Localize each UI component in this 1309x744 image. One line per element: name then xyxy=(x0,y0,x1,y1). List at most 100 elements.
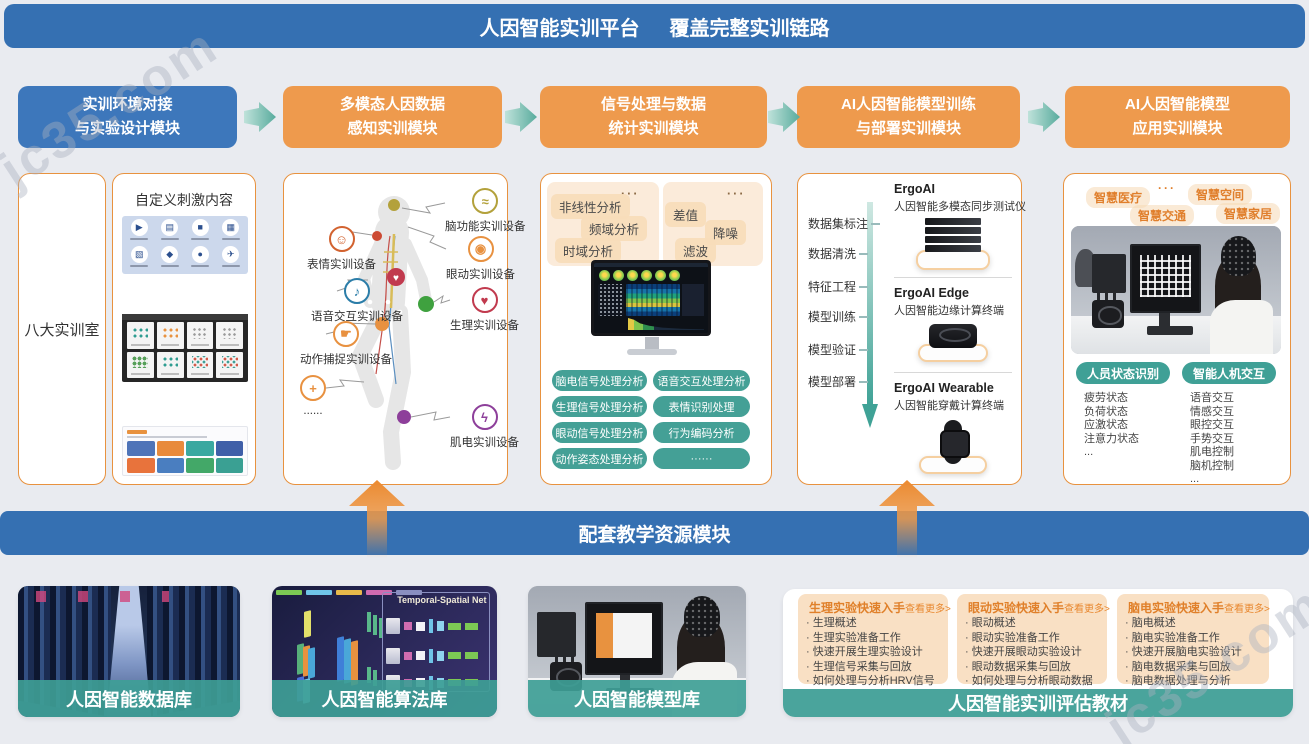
display-icon: ■ xyxy=(191,219,209,236)
algorithm-card: Temporal-Spatial Net 人因智能算法库 xyxy=(272,586,497,717)
model-card: 人因智能模型库 xyxy=(528,586,746,717)
textbook-footer: 人因智能实训评估教材 xyxy=(783,689,1293,717)
up-arrow-icon xyxy=(879,480,935,558)
panel-training: 数据集标注 数据清洗 特征工程 模型训练 模型验证 模型部署 ErgoAI 人因… xyxy=(797,173,1026,485)
microphone-icon: ♪ xyxy=(344,278,370,304)
pipeline-step: 模型部署 xyxy=(808,375,869,389)
processing-pill: 动作姿态处理分析 xyxy=(552,448,647,469)
analysis-software-monitor xyxy=(591,260,711,336)
processing-pill: 生理信号处理分析 xyxy=(552,396,647,417)
module-box-sensing: 多模态人因数据 感知实训模块 xyxy=(283,86,502,148)
edge-device xyxy=(929,324,977,348)
flow-arrow-icon xyxy=(768,102,800,132)
vehicle-icon: ● xyxy=(191,246,209,263)
application-tag: 智慧空间 xyxy=(1188,184,1253,205)
pipeline-step: 数据清洗 xyxy=(808,247,869,261)
analysis-tag: 非线性分析 xyxy=(551,194,630,219)
application-tag: 智慧医疗 xyxy=(1086,187,1151,208)
processing-pill: 行为编码分析 xyxy=(653,422,750,443)
panel-experiment-design: 自定义刺激内容 ▶ ▤ ■ ▦ ▧ ◆ ● ✈ 实训项目范式库 实验项目指导 xyxy=(112,173,256,485)
pipeline-step: 模型验证 xyxy=(808,343,869,357)
diagram-title: Temporal-Spatial Net xyxy=(397,595,487,605)
application-tag: ··· xyxy=(1158,181,1176,195)
histogram xyxy=(628,318,704,330)
model-card-label: 人因智能模型库 xyxy=(528,680,746,717)
see-more-link[interactable]: 查看更多> xyxy=(1064,604,1110,615)
physio-quickstart-card: 生理实验快速入手 查看更多> 生理概述 生理实验准备工作 快速开展生理实验设计 … xyxy=(798,594,951,687)
eeg-quickstart-card: 脑电实验快速入手 查看更多> 脑电概述 脑电实验准备工作 快速开展脑电实验设计 … xyxy=(1117,594,1270,687)
pipeline-step: 模型训练 xyxy=(808,310,869,324)
see-more-link[interactable]: 查看更多> xyxy=(1224,604,1270,615)
product-name: ErgoAI Edge xyxy=(894,286,970,300)
processing-pill: 脑电信号处理分析 xyxy=(552,370,647,391)
card-title: 眼动实验快速入手 xyxy=(968,601,1065,615)
resources-band-title: 配套教学资源模块 xyxy=(578,524,731,546)
product-name: ErgoAI xyxy=(894,182,935,196)
guidebook-cards xyxy=(122,426,248,476)
eeg-montage xyxy=(598,284,624,316)
analysis-tag: 频域分析 xyxy=(581,216,648,241)
application-tag: 智慧交通 xyxy=(1130,205,1195,226)
analysis-tag: ··· xyxy=(727,187,746,201)
muscle-icon: ϟ xyxy=(471,404,498,430)
spectrogram xyxy=(626,284,680,316)
flow-arrow-icon xyxy=(1028,102,1060,132)
device-emg: ϟ 肌电实训设备 xyxy=(450,404,519,450)
speller-monitor xyxy=(1129,243,1202,314)
eyetracking-quickstart-card: 眼动实验快速入手 查看更多> 眼动概述 眼动实验准备工作 快速开展眼动实验设计 … xyxy=(957,594,1110,687)
document-icon: ▧ xyxy=(130,246,148,263)
device-face: ☺ 表情实训设备 xyxy=(307,226,376,272)
module-box-training: AI人因智能模型训练 与部署实训模块 xyxy=(797,86,1020,148)
analysis-tag: 时域分析 xyxy=(555,238,622,263)
card-title: 脑电实验快速入手 xyxy=(1128,601,1225,615)
page-title: 人因智能实训平台 xyxy=(479,17,640,40)
module-box-signal: 信号处理与数据 统计实训模块 xyxy=(540,86,767,148)
diagram-panel xyxy=(382,592,491,692)
heart-icon: ♥ xyxy=(471,287,498,313)
second-person xyxy=(1075,249,1097,288)
panel-signal: ··· 非线性分析 频域分析 时域分析 差值 ··· 降噪 滤波 脑电信号处理分… xyxy=(540,173,772,485)
resources-band: 配套教学资源模块 xyxy=(0,511,1309,555)
device-physio: ♥ 生理实训设备 xyxy=(450,287,519,333)
flow-arrow-icon xyxy=(244,102,276,132)
product-desc: 人因智能边缘计算终端 xyxy=(894,305,1004,317)
product-name: ErgoAI Wearable xyxy=(894,381,994,395)
hmi-list: 语音交互 情感交互 眼控交互 手势交互 肌电控制 脑机控制 ... xyxy=(1190,392,1234,485)
page-subtitle: 覆盖完整实训链路 xyxy=(669,17,830,40)
flight-icon: ✈ xyxy=(222,246,240,263)
chart-file-icon: ▦ xyxy=(222,219,240,236)
face-icon: ☺ xyxy=(328,226,355,252)
state-list: 疲劳状态 负荷状态 应激状态 注意力状态 ... xyxy=(1084,392,1139,458)
database-card-label: 人因智能数据库 xyxy=(18,680,240,717)
processing-pill: 眼动信号处理分析 xyxy=(552,422,647,443)
see-more-link[interactable]: 查看更多> xyxy=(905,604,951,615)
device-eye: ◉ 眼动实训设备 xyxy=(446,236,515,282)
brain-icon: ≈ xyxy=(472,188,499,214)
desk-device xyxy=(1092,284,1124,329)
paradigm-library-screenshot xyxy=(122,314,248,382)
analysis-tag: 差值 xyxy=(665,202,707,227)
device-motion: ☛ 动作捕捉实训设备 xyxy=(300,321,392,367)
flow-arrow-icon xyxy=(505,102,537,132)
svg-text:♥: ♥ xyxy=(393,273,399,284)
card-title: 生理实验快速入手 xyxy=(809,601,906,615)
wearable-device xyxy=(940,420,970,464)
product-desc: 人因智能多模态同步测试仪 xyxy=(894,201,1026,213)
plus-icon: + xyxy=(300,375,326,401)
stimulus-icon-grid: ▶ ▤ ■ ▦ ▧ ◆ ● ✈ xyxy=(122,216,248,274)
product-desc: 人因智能穿戴计算终端 xyxy=(894,400,1004,412)
pipeline-step: 特征工程 xyxy=(808,280,869,294)
processing-pill: 表情识别处理 xyxy=(653,396,750,417)
textbook-card: 生理实验快速入手 查看更多> 生理概述 生理实验准备工作 快速开展生理实验设计 … xyxy=(783,589,1293,717)
module-box-application: AI人因智能模型 应用实训模块 xyxy=(1065,86,1290,148)
top-title-bar: 人因智能实训平台 覆盖完整实训链路 xyxy=(4,4,1305,48)
panel-labs: 八大实训室 xyxy=(18,173,106,485)
settings-sidebar xyxy=(682,284,704,316)
analysis-tag: 滤波 xyxy=(675,238,717,263)
device-more: + ...... xyxy=(300,375,326,417)
eye-icon: ◉ xyxy=(467,236,494,262)
device-voice: ♪ 语音交互实训设备 xyxy=(311,278,403,324)
hand-icon: ☛ xyxy=(333,321,359,347)
sync-testbed-device xyxy=(925,218,981,254)
eeg-subject xyxy=(1209,236,1273,354)
